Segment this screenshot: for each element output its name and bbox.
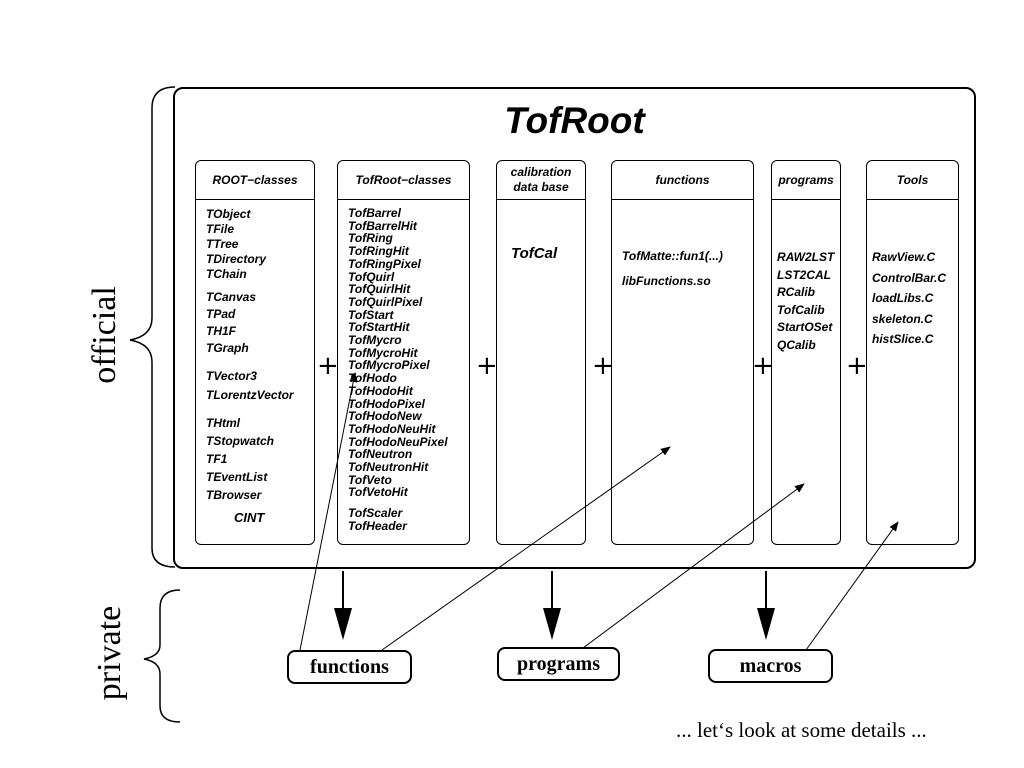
thin-arrow: [582, 483, 805, 649]
list-item: TH1F: [206, 324, 236, 338]
thin-arrow: [299, 372, 358, 651]
list-item: TofVeto: [348, 472, 392, 487]
list-item: TLorentzVector: [206, 388, 294, 402]
column-root-classes: ROOT−classes TObject TFile TTree TDirect…: [195, 160, 315, 545]
list-item: RCalib: [777, 285, 816, 299]
down-arrow: [757, 571, 775, 640]
plus-sign: +: [752, 351, 774, 381]
list-item: loadLibs.C: [872, 291, 934, 305]
plus-sign: +: [476, 351, 498, 381]
list-item: TofQuirlHit: [348, 282, 411, 297]
braces-layer: [129, 86, 180, 723]
list-item: ControlBar.C: [872, 270, 947, 285]
down-arrow: [334, 571, 352, 640]
list-item: TofQuirlPixel: [348, 294, 423, 309]
column-functions: functions TofMatte::fun1(...) libFunctio…: [611, 160, 754, 545]
list-item: TCanvas: [206, 290, 257, 304]
list-item: TofStartHit: [348, 320, 410, 335]
list-item: TofRingPixel: [348, 256, 421, 271]
list-item: TofBarrelHit: [348, 218, 417, 233]
list-item: TofRingHit: [348, 244, 409, 259]
column-tools: Tools RawView.C ControlBar.C loadLibs.C …: [866, 160, 959, 545]
column-items: RawView.C ControlBar.C loadLibs.C skelet…: [872, 247, 954, 350]
down-arrow: [543, 571, 561, 640]
column-items: TObject TFile TTree TDirectory TChain TC…: [206, 207, 310, 525]
list-item: TofHodoNew: [348, 409, 422, 424]
list-item: TofNeutron: [348, 447, 413, 462]
macros-box: macros: [708, 649, 833, 683]
list-item: skeleton.C: [872, 311, 933, 326]
list-item: TDirectory: [206, 252, 267, 266]
plus-sign: +: [592, 351, 614, 381]
column-header: TofRoot−classes: [338, 161, 469, 200]
column-header: Tools: [867, 161, 958, 200]
private-brace: [143, 589, 180, 723]
list-item: TTree: [206, 237, 239, 251]
column-header: ROOT−classes: [196, 161, 314, 200]
official-brace: [129, 86, 176, 568]
list-item: TofHodoNeuPixel: [348, 434, 448, 449]
list-item: TPad: [206, 307, 236, 321]
thin-arrow: [381, 446, 671, 651]
column-programs: programs RAW2LST LST2CAL RCalib TofCalib…: [771, 160, 841, 545]
list-item: TofMycroPixel: [348, 358, 430, 373]
column-header: programs: [772, 161, 840, 200]
column-calibration-database: calibration data base TofCal: [496, 160, 586, 545]
list-item: TBrowser: [206, 488, 262, 502]
list-item: TEventList: [206, 470, 268, 484]
list-item: TofHodoPixel: [348, 396, 425, 411]
diagram-title: TofRoot: [504, 100, 645, 141]
plus-sign: +: [317, 351, 339, 381]
list-item: TObject: [206, 207, 251, 221]
list-item: TofBarrel: [348, 206, 401, 220]
list-item: TStopwatch: [206, 434, 274, 448]
list-item: histSlice.C: [872, 332, 934, 346]
list-item: TofHodoHit: [348, 383, 413, 398]
functions-box: functions: [287, 650, 412, 684]
list-item: TofScaler: [348, 506, 403, 521]
list-item: TofCalib: [777, 302, 825, 317]
column-header: calibration data base: [497, 161, 585, 200]
thin-arrow: [805, 521, 899, 651]
list-item: TofHodo: [348, 371, 397, 386]
column-header: functions: [612, 161, 753, 200]
column-tofroot-classes: TofRoot−classes TofBarrel TofBarrelHit T…: [337, 160, 470, 545]
list-item: TofHodoNeuHit: [348, 421, 436, 436]
list-item: TofMycroHit: [348, 345, 418, 360]
tofroot-frame: [173, 87, 976, 569]
list-item: TGraph: [206, 341, 249, 355]
programs-box: programs: [497, 647, 620, 681]
cint-label: CINT: [234, 510, 265, 525]
list-item: StartOSet: [777, 320, 833, 334]
list-item: QCalib: [777, 337, 816, 352]
list-item: TofQuirl: [348, 269, 395, 284]
column-items: RAW2LST LST2CAL RCalib TofCalib StartOSe…: [777, 249, 836, 354]
list-item: TChain: [206, 267, 247, 281]
list-item: TofHeader: [348, 518, 407, 533]
list-item: TofMatte::fun1(...): [622, 249, 723, 263]
list-item: libFunctions.so: [622, 274, 711, 288]
plus-sign: +: [846, 351, 868, 381]
list-item: LST2CAL: [777, 267, 831, 282]
list-item: TofStart: [348, 307, 394, 322]
list-item: RAW2LST: [777, 250, 835, 264]
tofcal-item: TofCal: [511, 245, 558, 262]
list-item: TFile: [206, 222, 235, 236]
list-item: TofRing: [348, 231, 393, 246]
list-item: TofNeutronHit: [348, 460, 429, 475]
list-item: TVector3: [206, 369, 257, 383]
list-item: THtml: [206, 416, 240, 430]
list-item: TF1: [206, 452, 228, 466]
column-items: TofBarrel TofBarrelHit TofRing TofRingHi…: [348, 207, 465, 533]
list-item: RawView.C: [872, 250, 936, 264]
column-items: TofMatte::fun1(...) libFunctions.so: [622, 249, 749, 289]
list-item: TofVetoHit: [348, 485, 408, 500]
footer-note: ... let‘s look at some details ...: [676, 718, 927, 742]
list-item: TofMycro: [348, 333, 402, 348]
